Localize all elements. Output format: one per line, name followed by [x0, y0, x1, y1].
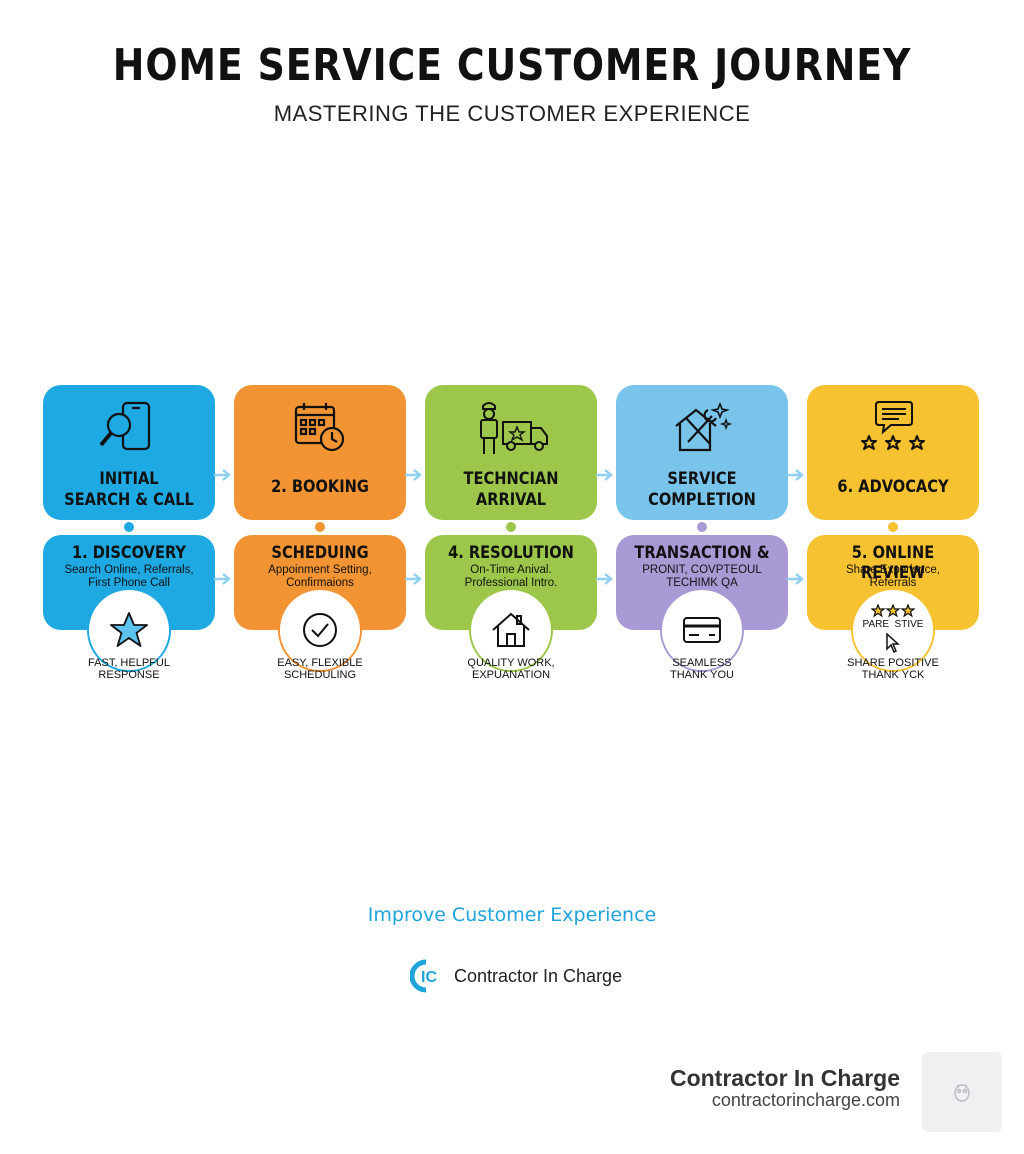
stage-column-3: TECHNCIAN ARRIVAL 4. RESOLUTION On-Time … [425, 385, 597, 690]
timeline-dot [697, 522, 707, 532]
stage-column-5: 6. ADVOCACY 5. ONLINE REVIEW Share Exper… [807, 385, 979, 690]
stage-top-box-5: 6. ADVOCACY [807, 385, 979, 520]
chat-stars-icon [807, 399, 979, 457]
stage-bottom-desc-2: Appoinment Setting, Confirmaions [268, 564, 372, 589]
page-title: HOME SERVICE CUSTOMER JOURNEY [112, 40, 912, 91]
stage-top-label-5: 6. ADVOCACY [837, 477, 949, 497]
stage-caption-1: FAST, HELPFUL RESPONSE [88, 657, 170, 681]
stage-caption-2: EASY, FLEXIBLE SCHEDULING [277, 657, 363, 681]
arrow-right-icon [214, 469, 231, 481]
brand-name: Contractor In Charge [669, 1065, 900, 1091]
circle-review-text: PARE STIVE [862, 619, 924, 630]
stage-bottom-title-3: 4. RESOLUTION [448, 543, 574, 563]
arrow-right-icon [596, 469, 613, 481]
timeline-dot [124, 522, 134, 532]
arrow-right-icon [787, 573, 804, 585]
stage-bottom-desc-5: Share Experisnce, Referrals [846, 564, 940, 589]
stage-caption-5: SHARE POSITIVE THANK YCK [847, 657, 939, 681]
calendar-clock-icon [234, 399, 406, 457]
svg-text:IC: IC [421, 969, 437, 986]
stage-top-box-1: INITIAL SEARCH & CALL [43, 385, 215, 520]
stage-circle-1 [89, 590, 169, 670]
stage-top-label-2: 2. BOOKING [271, 477, 369, 497]
timeline-dot [888, 522, 898, 532]
stage-top-label-4: SERVICE COMPLETION [648, 469, 756, 510]
improve-experience-link[interactable]: Improve Customer Experience [367, 904, 657, 926]
arrow-right-icon [214, 573, 231, 585]
center-logo-text: Contractor In Charge [454, 965, 623, 986]
phone-search-icon [43, 399, 215, 457]
star-icon [110, 612, 148, 647]
stage-circle-5: PARE STIVE [853, 590, 933, 670]
stage-caption-3: QUALITY WORK, EXPUANATION [467, 657, 555, 681]
stage-top-label-3: TECHNCIAN ARRIVAL [463, 469, 559, 510]
checkmark-icon [303, 613, 337, 647]
cursor-icon [886, 633, 900, 653]
timeline-dot [315, 522, 325, 532]
arrow-right-icon [405, 469, 422, 481]
stage-bottom-desc-1: Search Online, Referrals, First Phone Ca… [64, 564, 194, 589]
center-logo: IC Contractor In Charge [410, 958, 622, 994]
stage-bottom-desc-4: PRONIT, COVPTEOUL TECHIMK QA [642, 564, 762, 589]
stage-top-label-1: INITIAL SEARCH & CALL [64, 469, 194, 510]
stage-column-1: INITIAL SEARCH & CALL 1. DISCOVERY Searc… [43, 385, 215, 690]
house-tools-icon [616, 399, 788, 457]
stage-top-box-4: SERVICE COMPLETION [616, 385, 788, 520]
stage-caption-4: SEAMLESS THANK YOU [670, 657, 734, 681]
stage-column-2: 2. BOOKING SCHEDUING Appoinment Setting,… [234, 385, 406, 690]
stage-bottom-title-5: 5. ONLINE REVIEW [851, 543, 935, 583]
stage-circle-4 [662, 590, 742, 670]
brand-url[interactable]: contractorincharge.com [711, 1090, 900, 1110]
arrow-right-icon [596, 573, 613, 585]
three-stars-icon [871, 604, 915, 618]
stage-bottom-title-1: 1. DISCOVERY [71, 543, 187, 563]
owl-logo-icon [954, 1084, 970, 1102]
brand-logo-box [922, 1052, 1002, 1132]
cic-logo-mark: IC [410, 959, 437, 993]
house-icon [492, 612, 530, 647]
stage-circle-3 [471, 590, 551, 670]
stage-bottom-title-2: SCHEDUING [271, 543, 369, 563]
stage-bottom-desc-3: On-Time Anival. Professional Intro. [464, 564, 558, 589]
timeline-dot [506, 522, 516, 532]
arrow-right-icon [787, 469, 804, 481]
page-subtitle: MASTERING THE CUSTOMER EXPERIENCE [273, 101, 751, 126]
stage-column-4: SERVICE COMPLETION TRANSACTION & PRONIT,… [616, 385, 788, 690]
stage-top-box-3: TECHNCIAN ARRIVAL [425, 385, 597, 520]
arrow-right-icon [405, 573, 422, 585]
credit-card-icon [683, 617, 721, 643]
technician-van-icon [425, 399, 597, 457]
stage-top-box-2: 2. BOOKING [234, 385, 406, 520]
stage-bottom-title-4: TRANSACTION & [634, 543, 770, 563]
stage-circle-2 [280, 590, 360, 670]
